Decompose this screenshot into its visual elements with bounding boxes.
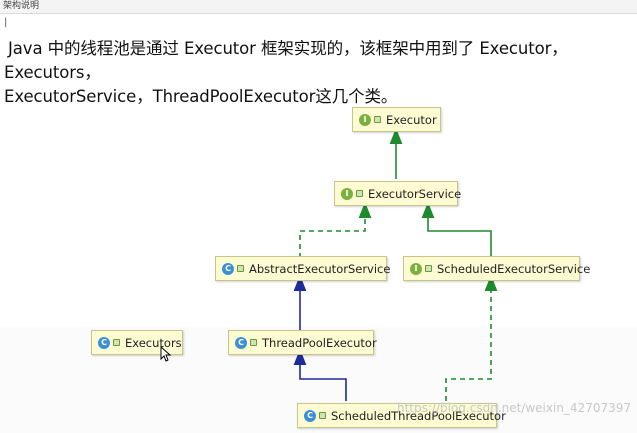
- diagram-edges: [293, 128, 498, 401]
- lock-icon: [250, 339, 257, 346]
- window-title-bar: 架构说明: [0, 0, 637, 14]
- node-executor-label: Executor: [386, 112, 437, 127]
- interface-icon: I: [410, 262, 422, 275]
- lock-icon: [425, 265, 432, 272]
- edge-scheduledthreadpoolexecutor-to-scheduledexecutorservice: [445, 275, 498, 401]
- edge-scheduledexecutorservice-to-executorservice: [421, 202, 492, 256]
- class-icon: C: [98, 336, 110, 349]
- interface-icon: I: [359, 113, 371, 126]
- window-title: 架构说明: [3, 1, 40, 11]
- node-abstractexecutorservice-label: AbstractExecutorService: [249, 261, 391, 276]
- intro-paragraph: Java 中的线程池是通过 Executor 框架实现的，该框架中用到了 Exe…: [4, 37, 634, 109]
- node-abstractexecutorservice[interactable]: C AbstractExecutorService: [215, 256, 391, 281]
- lock-icon: [113, 339, 120, 346]
- class-icon: C: [222, 262, 234, 275]
- node-executor[interactable]: I Executor: [352, 107, 441, 132]
- node-executors[interactable]: C Executors: [91, 330, 183, 355]
- node-scheduledthreadpoolexecutor[interactable]: C ScheduledThreadPoolExecutor: [297, 403, 506, 428]
- edge-scheduledthreadpoolexecutor-to-threadpoolexecutor: [293, 349, 347, 401]
- node-executors-label: Executors: [125, 335, 182, 350]
- node-scheduledexecutorservice[interactable]: I ScheduledExecutorService: [403, 256, 590, 281]
- edge-abstractexecutorservice-to-executorservice: [299, 202, 372, 258]
- lock-icon: [374, 116, 381, 123]
- class-icon: C: [304, 409, 316, 422]
- interface-icon: I: [341, 187, 353, 200]
- text-caret: |: [4, 17, 8, 28]
- class-icon: C: [235, 336, 247, 349]
- lock-icon: [319, 412, 326, 419]
- watermark: https://blog.csdn.net/weixin_42707397: [396, 401, 631, 415]
- node-executorservice[interactable]: I ExecutorService: [334, 181, 462, 206]
- mouse-pointer-icon: [160, 346, 172, 362]
- intro-line-1: Java 中的线程池是通过 Executor 框架实现的，该框架中用到了 Exe…: [4, 39, 568, 82]
- class-diagram: I Executor I ExecutorService C AbstractE…: [0, 98, 637, 433]
- node-threadpoolexecutor[interactable]: C ThreadPoolExecutor: [228, 330, 377, 355]
- node-scheduledexecutorservice-label: ScheduledExecutorService: [437, 261, 591, 276]
- lock-icon: [356, 190, 363, 197]
- lock-icon: [237, 265, 244, 272]
- node-threadpoolexecutor-label: ThreadPoolExecutor: [262, 335, 377, 350]
- intro-line-2: ExecutorService，ThreadPoolExecutor这几个类。: [4, 87, 398, 106]
- node-scheduledthreadpoolexecutor-label: ScheduledThreadPoolExecutor: [331, 408, 506, 423]
- node-executorservice-label: ExecutorService: [368, 186, 462, 201]
